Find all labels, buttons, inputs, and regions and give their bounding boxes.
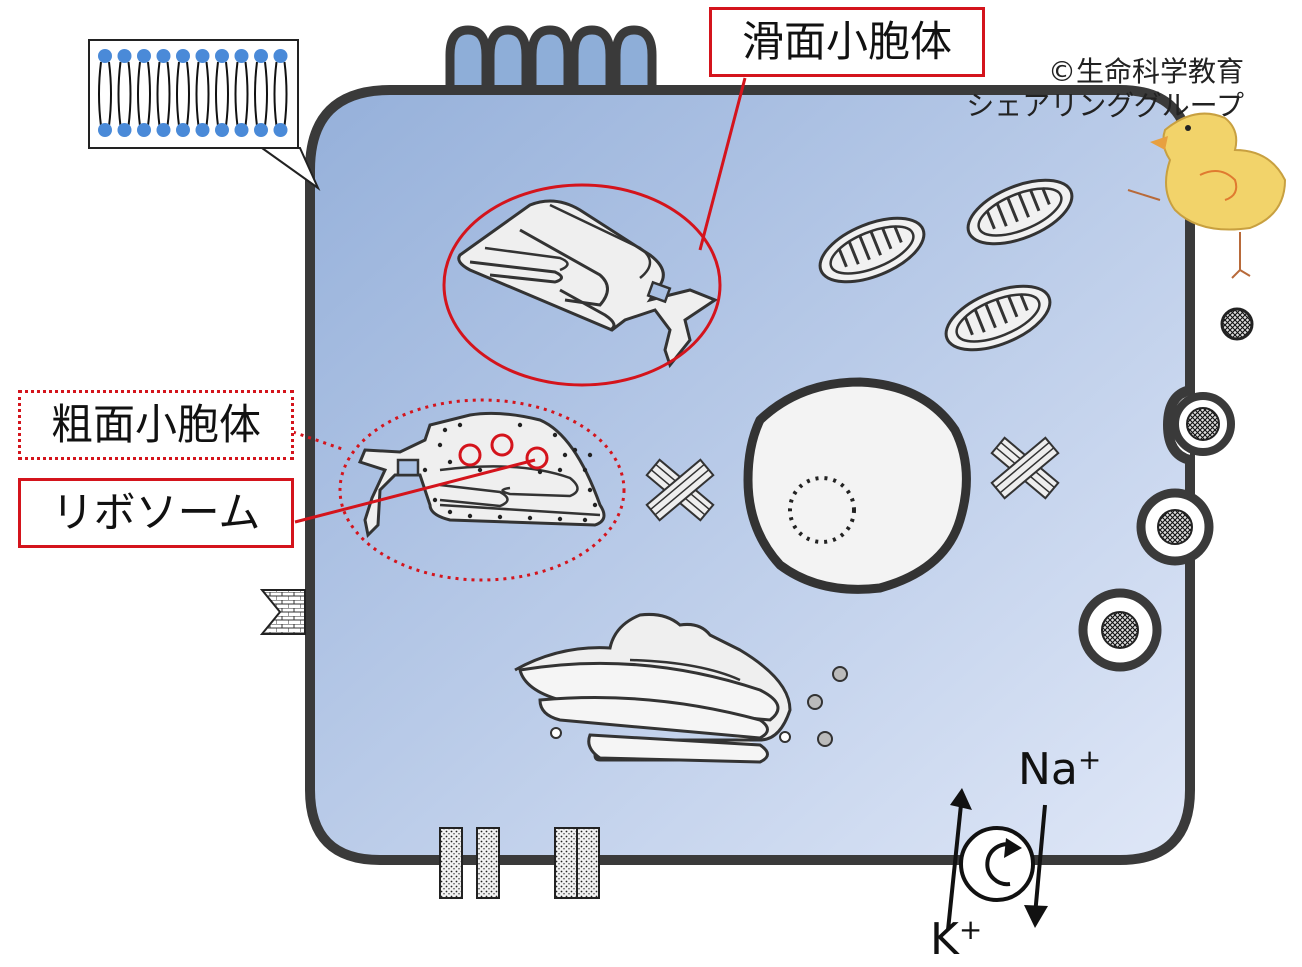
lipid-head <box>254 49 268 63</box>
lipid-head <box>176 49 190 63</box>
smooth-er-highlight-ring <box>442 183 722 387</box>
ribosome-dot <box>557 467 563 473</box>
ribosome-dot <box>587 487 593 493</box>
lipid-head <box>98 49 112 63</box>
ribosome-dot <box>422 467 428 473</box>
ribosome-dot <box>582 517 588 523</box>
rough-er-label: 粗面小胞体 <box>18 390 294 460</box>
chick-mascot <box>1127 112 1287 279</box>
mitochondria <box>818 178 1074 352</box>
centrioles <box>645 436 1060 522</box>
ribosome-dot <box>477 467 483 473</box>
ribosome-dot <box>592 502 598 508</box>
rough-er-highlight-ring <box>338 398 626 582</box>
lipid-head <box>117 123 132 137</box>
lipid-head <box>98 123 112 137</box>
ribosome-dot <box>517 422 523 428</box>
lipid-head <box>234 123 249 137</box>
potassium-symbol: K <box>930 914 959 965</box>
ribosome-dot <box>497 514 503 520</box>
ribosome-dot <box>467 513 473 519</box>
smooth-er-label-text: 滑面小胞体 <box>741 17 952 66</box>
lipid-tail <box>215 61 229 127</box>
lipid-head <box>234 49 249 63</box>
lipid-head <box>195 123 210 137</box>
potassium-ion-label: K+ <box>930 916 982 962</box>
lipid-tail <box>254 61 268 127</box>
ribosome-dot <box>572 447 578 453</box>
ribosome-dot <box>442 427 448 433</box>
credit: ©生命科学教育 シェアリンググループ <box>966 55 1244 123</box>
membrane-junctions <box>439 827 600 899</box>
lipid-head <box>215 123 229 137</box>
lipid-tail <box>273 61 288 127</box>
ribosome-dot <box>447 509 453 515</box>
ribosome-dot <box>437 442 443 448</box>
microvilli <box>445 25 657 100</box>
potassium-charge: + <box>958 913 983 946</box>
ribosome-dot <box>432 497 438 503</box>
ribosome-dot <box>447 459 453 465</box>
golgi-apparatus <box>514 613 848 764</box>
lipid-head <box>137 123 151 137</box>
membrane-receptor <box>259 589 306 635</box>
ribosome-dot <box>562 452 568 458</box>
ribosome-dot <box>587 452 593 458</box>
sodium-symbol: Na <box>1018 744 1078 795</box>
smooth-er-label: 滑面小胞体 <box>709 7 985 77</box>
lipid-tail <box>156 61 171 127</box>
nucleus <box>743 377 971 594</box>
lipid-head <box>254 123 268 137</box>
ribosome-dot <box>457 422 463 428</box>
ribosome-label-text: リボソーム <box>51 488 261 537</box>
ribosome-callout-line <box>294 458 536 524</box>
lipid-tail <box>176 61 190 127</box>
smooth-er-callout-line <box>698 77 747 251</box>
sodium-ion-label: Na+ <box>1018 746 1101 792</box>
lipid-head <box>137 49 151 63</box>
lipid-tail <box>117 61 132 127</box>
membrane-vesicles <box>1078 307 1254 672</box>
sodium-potassium-pump <box>946 788 1048 931</box>
lipid-head <box>273 123 288 137</box>
smooth-er-organelle <box>457 199 719 369</box>
credit-line2: シェアリンググループ <box>966 89 1244 122</box>
ribosome-dot <box>552 432 558 438</box>
credit-line1: ©生命科学教育 <box>1047 55 1244 88</box>
ribosome-dot <box>527 515 533 521</box>
sodium-charge: + <box>1077 743 1102 776</box>
lipid-head <box>117 49 132 63</box>
lipid-head <box>156 49 171 63</box>
lipid-head <box>156 123 171 137</box>
ribosome-dot <box>537 469 543 475</box>
lipid-head <box>195 49 210 63</box>
lipid-head <box>215 49 229 63</box>
lipid-tail <box>98 61 112 127</box>
lipid-bilayer-inset <box>88 39 321 191</box>
lipid-tail <box>137 61 151 127</box>
lipid-head <box>176 123 190 137</box>
lipid-head <box>273 49 288 63</box>
ribosome-dot <box>582 467 588 473</box>
ribosome-dot <box>557 516 563 522</box>
lipid-tail <box>195 61 210 127</box>
ribosome-label: リボソーム <box>18 478 294 548</box>
rough-er-label-text: 粗面小胞体 <box>50 400 261 449</box>
lipid-tail <box>234 61 249 127</box>
rough-er-callout-line <box>292 430 346 452</box>
